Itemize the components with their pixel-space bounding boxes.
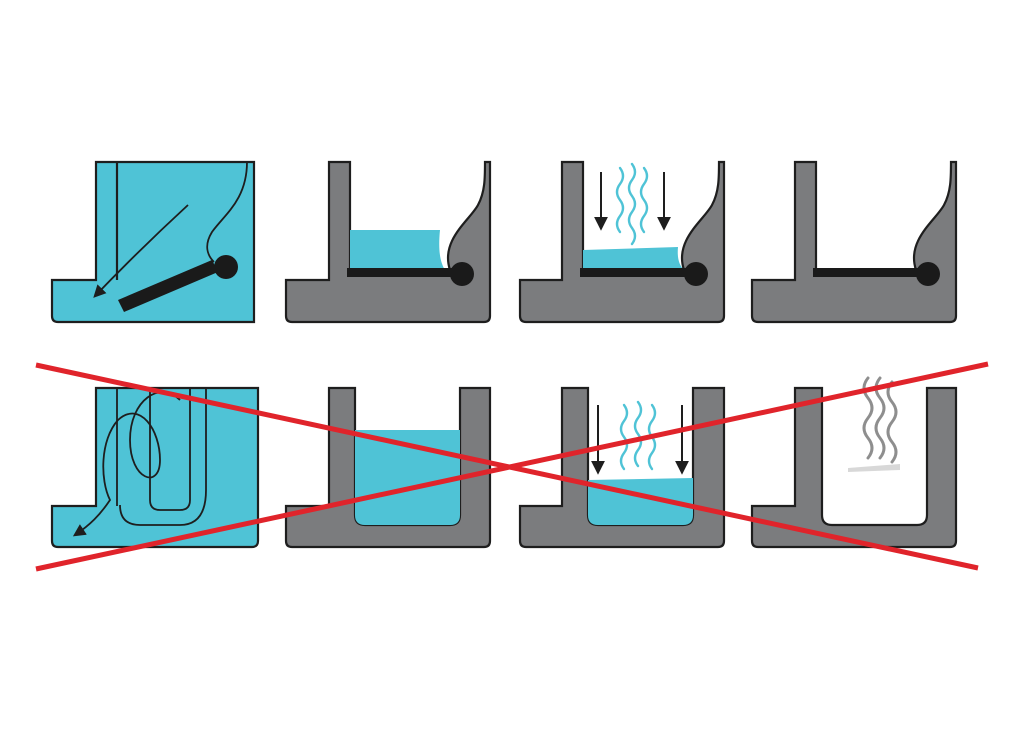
trap-body (518, 160, 726, 324)
flap-trap-panel-dry (750, 160, 958, 324)
flap-hinge (684, 262, 708, 286)
u-bend-panel-dry-odor (750, 376, 958, 549)
flap-hinge (214, 255, 238, 279)
water-seal (350, 230, 445, 270)
flap-valve-closed (580, 268, 695, 277)
flap-hinge (916, 262, 940, 286)
flow-arrow-icon (72, 391, 181, 537)
odor-fume-icon (874, 376, 886, 460)
flap-valve-closed (347, 268, 462, 277)
vapor-wave-icon (615, 166, 625, 234)
vapor-wave-icon (619, 403, 629, 471)
flap-valve-open (118, 260, 218, 312)
trap-body (284, 160, 492, 324)
flap-trap-panel-flushing (50, 160, 256, 324)
flap-trap-panel-evaporating (518, 160, 726, 324)
vapor-wave-icon (633, 400, 643, 468)
flap-hinge (450, 262, 474, 286)
residue (848, 464, 900, 472)
flap-trap-panel-water-seal (284, 160, 492, 324)
cross-line-ascending (35, 361, 989, 572)
odor-fume-icon (886, 380, 898, 464)
trap-body (750, 386, 958, 549)
cross-mark-icon (35, 361, 989, 572)
u-bend-panel-flushing (50, 386, 260, 549)
trap-body-flooded (50, 160, 256, 324)
inner-channel (116, 388, 207, 526)
flap-valve-closed (813, 268, 928, 277)
flow-arrow-icon (93, 204, 189, 298)
water-seal (355, 430, 460, 525)
trap-body (750, 160, 958, 324)
inner-curve (206, 161, 248, 263)
vapor-wave-icon (627, 162, 637, 246)
vapor-wave-icon (639, 166, 649, 234)
water-seal-low (583, 247, 684, 270)
